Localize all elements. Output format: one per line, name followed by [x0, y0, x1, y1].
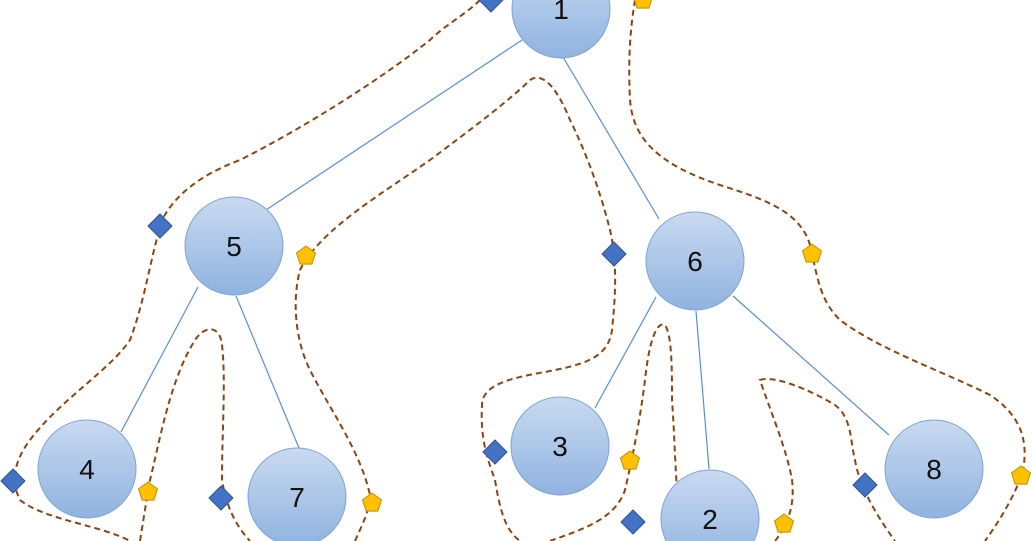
node-label: 2	[702, 504, 718, 535]
node-circle	[510, 396, 610, 496]
node-circle	[660, 469, 760, 541]
node-label: 1	[553, 0, 569, 25]
traversal-path-3-2	[549, 323, 691, 541]
diamond-marker-icon	[147, 213, 173, 239]
node-circle	[884, 419, 984, 519]
edge-6-8	[732, 295, 890, 436]
tree-node-7: 7	[247, 447, 347, 541]
diamond-marker-icon	[852, 472, 878, 498]
tree-node-2: 2	[660, 469, 760, 541]
diamond-marker-icon	[478, 0, 504, 13]
tree-node-6: 6	[645, 211, 745, 311]
traversal-path-left	[13, 0, 481, 541]
tree-node-8: 8	[884, 419, 984, 519]
diamond-marker-icon	[482, 439, 508, 465]
nodes: 1 5 6 4 7 3 2 8	[37, 0, 984, 541]
traversal-path-right	[628, 0, 1026, 541]
diamond-marker-icon	[208, 485, 234, 511]
node-circle	[247, 447, 347, 541]
edge-1-6	[562, 56, 660, 220]
node-label: 6	[687, 246, 703, 277]
tree-node-1: 1	[511, 0, 611, 59]
tree-node-5: 5	[184, 196, 284, 296]
edge-5-7	[235, 295, 300, 449]
edges	[120, 39, 890, 470]
traversal-path-5-7	[139, 328, 251, 541]
pentagon-marker-icon	[801, 243, 823, 263]
edge-6-2	[695, 310, 710, 470]
diamond-marker-icon	[601, 241, 627, 267]
node-label: 4	[79, 454, 95, 485]
node-label: 5	[226, 231, 242, 262]
node-circle	[184, 196, 284, 296]
node-label: 8	[926, 454, 942, 485]
edge-6-3	[594, 296, 657, 409]
node-label: 3	[552, 431, 568, 462]
edge-1-5	[265, 39, 523, 211]
node-label: 7	[289, 482, 305, 513]
pentagon-marker-icon	[137, 481, 159, 501]
diamond-marker-icon	[0, 468, 26, 494]
traversal-paths	[13, 0, 1026, 541]
edge-5-4	[120, 286, 199, 433]
diamond-marker-icon	[620, 509, 646, 535]
tree-node-3: 3	[510, 396, 610, 496]
traversal-path-7-6	[294, 76, 617, 541]
pentagon-marker-icon	[633, 0, 653, 9]
node-circle	[511, 0, 611, 59]
tree-node-4: 4	[37, 419, 137, 519]
traversal-path-2-8	[758, 378, 896, 541]
node-circle	[37, 419, 137, 519]
node-circle	[645, 211, 745, 311]
pentagon-marker-icon	[361, 492, 383, 512]
pentagon-marker-icon	[619, 450, 641, 470]
pentagon-marker-icon	[1010, 465, 1032, 485]
pentagon-marker-icon	[773, 513, 795, 533]
pentagon-marker-icon	[295, 245, 317, 265]
